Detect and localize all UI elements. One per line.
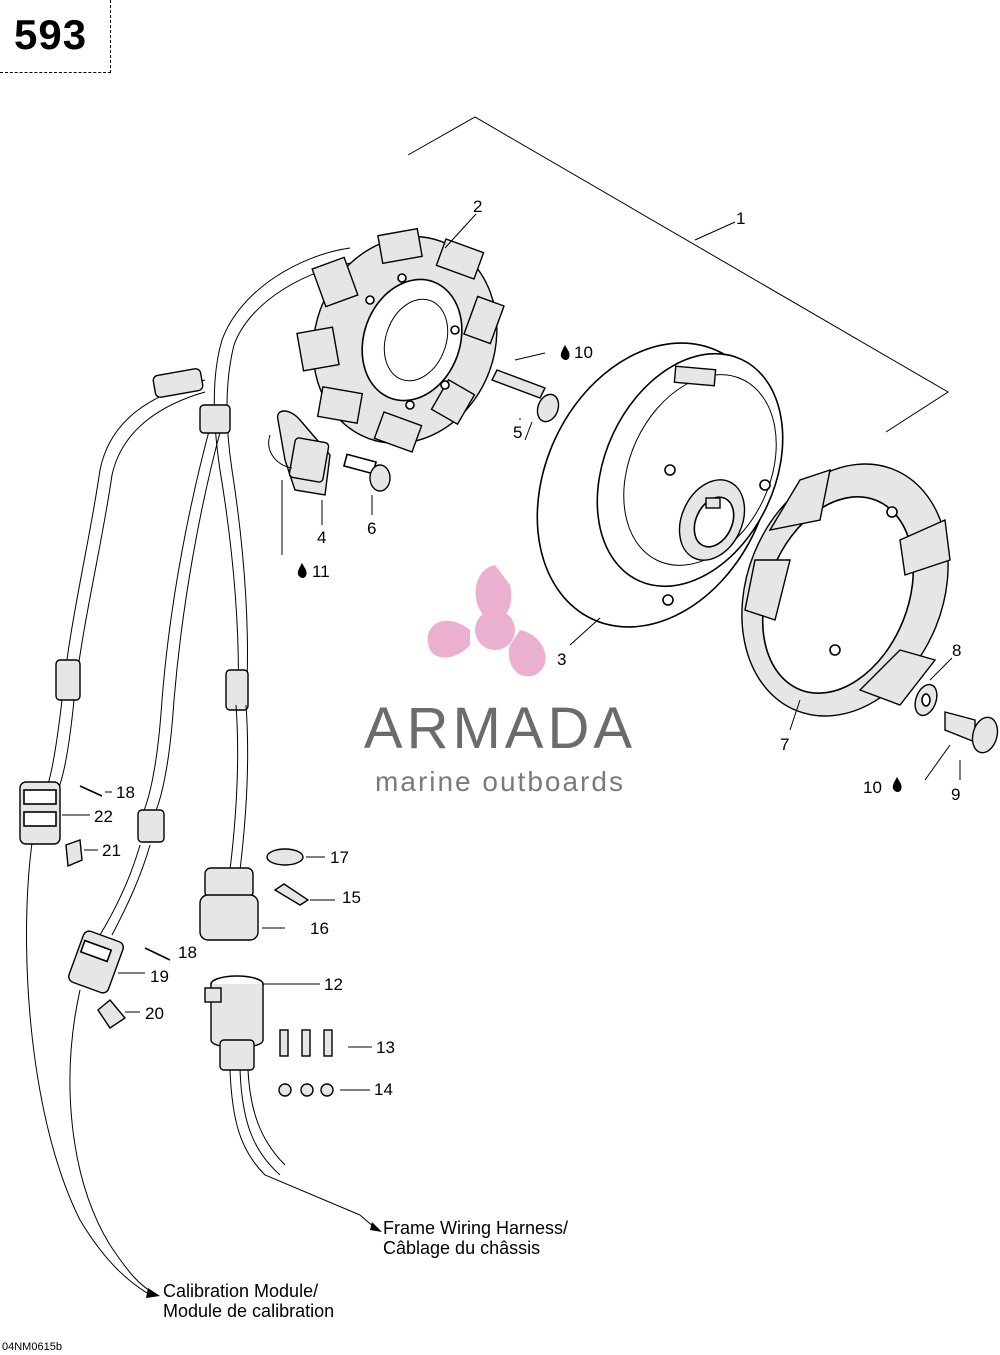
part-label: 15 bbox=[342, 888, 361, 907]
part-label: 16 bbox=[310, 919, 329, 938]
part-label: 21 bbox=[102, 841, 121, 860]
part-label: 18 bbox=[178, 943, 197, 962]
frame-harness-callout: Frame Wiring Harness/ Câblage du châssis bbox=[383, 1218, 568, 1258]
armada-logo-icon bbox=[427, 565, 546, 677]
bolt-5 bbox=[491, 352, 560, 441]
pin-18a bbox=[79, 785, 112, 797]
part-label: 14 bbox=[374, 1080, 393, 1099]
part-label: 17 bbox=[330, 848, 349, 867]
brand-name: ARMADA bbox=[363, 696, 637, 761]
part-label: 10 bbox=[863, 778, 882, 797]
part-label: 18 bbox=[116, 783, 135, 802]
calibration-line1: Calibration Module/ bbox=[163, 1281, 319, 1301]
part-label: 19 bbox=[150, 967, 169, 986]
bracket-21 bbox=[65, 839, 98, 868]
flywheel bbox=[536, 342, 784, 646]
frame-harness-line1: Frame Wiring Harness/ bbox=[383, 1218, 569, 1238]
pin-18b bbox=[144, 947, 171, 961]
part-label: 3 bbox=[557, 650, 566, 669]
part-label: 13 bbox=[376, 1038, 395, 1057]
part-labels: 1 2 3 4 5 6 7 8 9 10 10 11 12 13 14 15 1… bbox=[94, 197, 961, 1099]
part-label: 8 bbox=[952, 641, 961, 660]
lubricant-drop-icon bbox=[297, 345, 902, 793]
bracket-20 bbox=[97, 999, 140, 1029]
part-label: 1 bbox=[736, 209, 745, 228]
connector-19 bbox=[68, 930, 145, 994]
trigger-sensor bbox=[268, 410, 331, 555]
part-label: 11 bbox=[312, 562, 330, 581]
terminals-13 bbox=[279, 1029, 372, 1057]
reference-code: 04NM0615b bbox=[2, 1341, 62, 1353]
connector-12 bbox=[204, 975, 361, 1216]
wiring-harness bbox=[29, 247, 359, 936]
part-label: 20 bbox=[145, 1004, 164, 1023]
assembly-bracket-1 bbox=[407, 116, 949, 433]
part-label: 12 bbox=[324, 975, 343, 994]
page-number: 593 bbox=[14, 11, 88, 58]
part-label: 5 bbox=[513, 423, 522, 442]
part-label: 4 bbox=[317, 528, 326, 547]
bolt-9 bbox=[924, 711, 999, 781]
page-number-box: 593 bbox=[0, 0, 111, 73]
screw-6 bbox=[342, 453, 391, 515]
connector-housing-16 bbox=[199, 867, 285, 941]
seal-17 bbox=[266, 848, 325, 866]
flywheel-cover bbox=[741, 463, 951, 731]
frame-harness-line2: Câblage du châssis bbox=[383, 1238, 541, 1258]
terminal-15 bbox=[273, 883, 335, 906]
washer-8 bbox=[914, 657, 953, 717]
stator bbox=[296, 213, 505, 453]
calibration-line2: Module de calibration bbox=[163, 1301, 335, 1321]
part-label: 6 bbox=[367, 519, 376, 538]
part-label: 22 bbox=[94, 807, 113, 826]
part-label: 7 bbox=[780, 735, 789, 754]
caps-14 bbox=[278, 1083, 370, 1097]
part-label: 9 bbox=[951, 785, 960, 804]
part-label: 2 bbox=[473, 197, 482, 216]
brand-tagline: marine outboards bbox=[375, 766, 625, 797]
callout-leaders bbox=[26, 859, 382, 1298]
calibration-module-callout: Calibration Module/ Module de calibratio… bbox=[163, 1281, 334, 1321]
part-label: 10 bbox=[574, 343, 593, 362]
connector-22 bbox=[19, 781, 90, 845]
